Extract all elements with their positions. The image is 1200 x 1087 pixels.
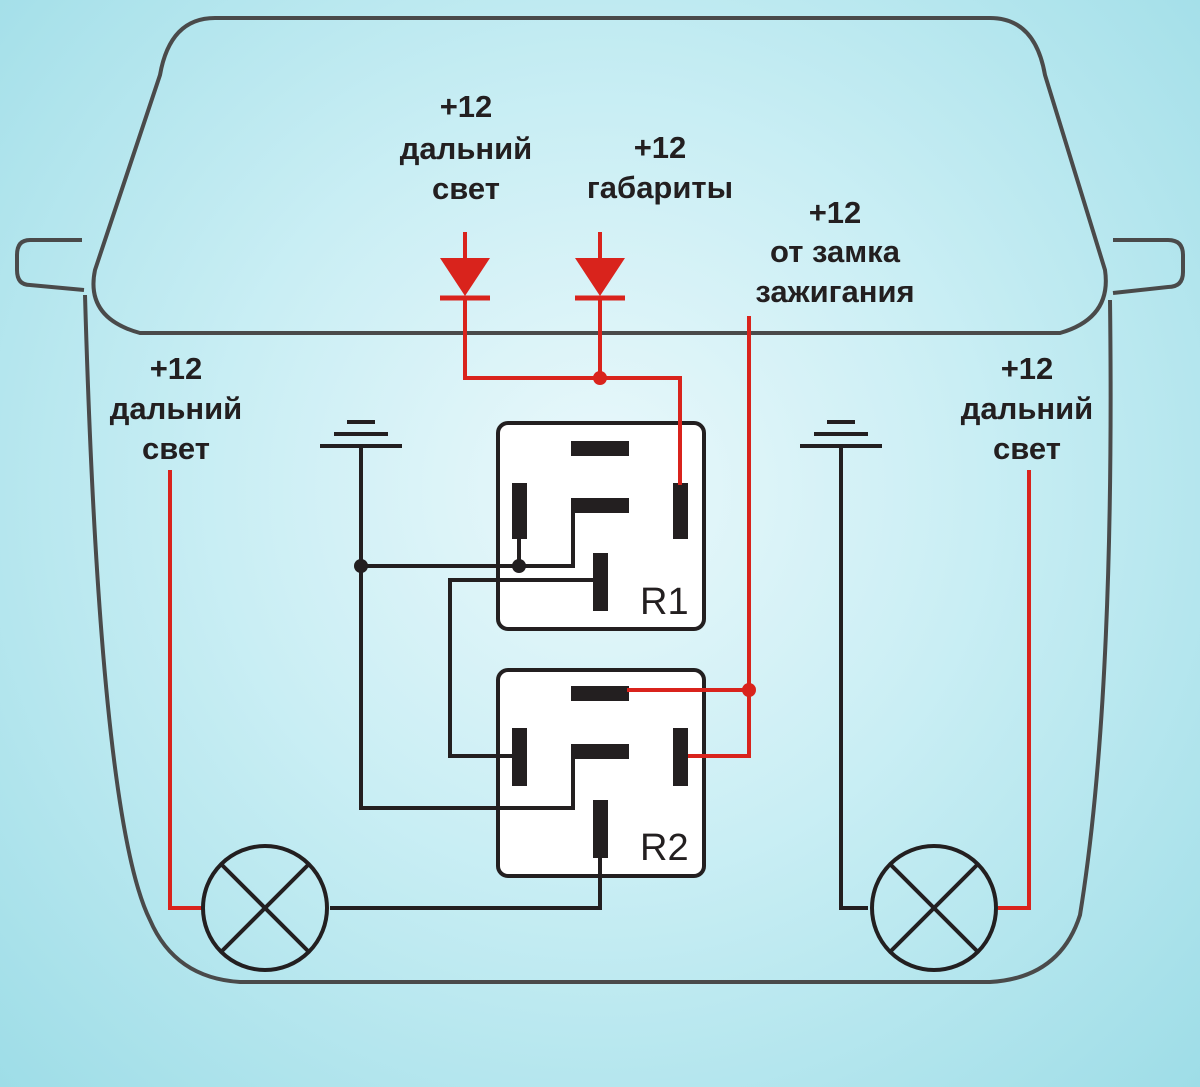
ground-icon bbox=[320, 420, 402, 448]
label-line: +12 bbox=[440, 89, 493, 124]
label-line: от замка bbox=[770, 234, 901, 269]
diode-icon bbox=[440, 258, 490, 301]
label-line: габариты bbox=[587, 170, 733, 205]
label-line: зажигания bbox=[755, 274, 914, 309]
relay-r2-label: R2 bbox=[640, 827, 689, 869]
right-mirror-outline bbox=[1112, 238, 1185, 295]
label-line: дальний bbox=[400, 131, 533, 166]
label-top-parking: +12 габариты bbox=[587, 130, 733, 205]
label-line: дальний bbox=[961, 391, 1094, 426]
label-line: свет bbox=[432, 171, 500, 206]
label-line: свет bbox=[142, 431, 210, 466]
label-right-high-beam: +12 дальний свет bbox=[961, 351, 1094, 466]
label-line: +12 bbox=[809, 195, 862, 230]
red-wires bbox=[168, 232, 1031, 910]
ground-icon bbox=[800, 420, 882, 448]
label-top-high-beam: +12 дальний свет bbox=[400, 89, 533, 206]
relay-r2-pins bbox=[512, 686, 688, 858]
label-line: +12 bbox=[1001, 351, 1054, 386]
car-body-outline bbox=[91, 16, 1108, 335]
label-line: свет bbox=[993, 431, 1061, 466]
junction-dot bbox=[512, 559, 526, 573]
junction-dot bbox=[742, 683, 756, 697]
junction-dot bbox=[354, 559, 368, 573]
relay-r1-box bbox=[496, 421, 706, 631]
car-body-lower-outline bbox=[83, 294, 1113, 984]
relay-r1-pins bbox=[512, 441, 688, 611]
relay-r1-label: R1 bbox=[640, 581, 689, 623]
diode-icon bbox=[575, 258, 625, 301]
junction-dot bbox=[593, 371, 607, 385]
left-mirror-outline bbox=[15, 238, 85, 292]
label-left-high-beam: +12 дальний свет bbox=[110, 351, 243, 466]
lamp-icon bbox=[201, 844, 329, 972]
label-line: дальний bbox=[110, 391, 243, 426]
label-line: +12 bbox=[150, 351, 203, 386]
lamp-icon bbox=[870, 844, 998, 972]
label-top-ignition: +12 от замка зажигания bbox=[755, 195, 914, 309]
label-line: +12 bbox=[634, 130, 687, 165]
